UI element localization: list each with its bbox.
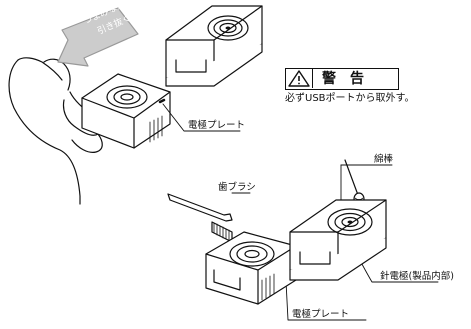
electrode-plate-bottom [205,231,297,305]
warning-title: 警告 [322,71,378,87]
label-needle-electrode: 針電極(製品内部) [380,271,454,282]
electrode-plate-held [81,73,171,149]
warning-box: 警告 [285,68,399,90]
device-bottom-right [289,199,387,281]
toothbrush [167,193,233,243]
pull-arrow [57,7,139,67]
label-electrode-plate-bottom: 電極プレート [292,309,350,320]
warning-message: 必ずUSBポートから取外す。 [285,93,415,104]
cotton-swab [344,159,365,206]
label-toothbrush: 歯ブラシ [218,182,256,193]
device-top-right [165,5,263,87]
label-electrode-plate-top: 電極プレート [188,120,246,131]
label-cotton-swab: 綿棒 [374,154,394,165]
warning-triangle-icon [286,69,313,88]
